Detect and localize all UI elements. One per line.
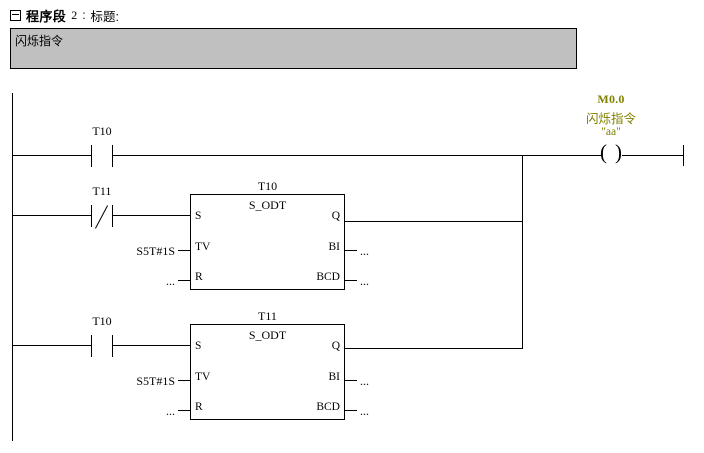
contact-t11-rung2[interactable] — [91, 205, 113, 229]
block-r-stub-t10 — [178, 280, 190, 281]
block-tv-stub-t10 — [178, 250, 190, 251]
coil-quoted-label: "aa" — [601, 126, 621, 138]
block-tv-stub-t11 — [178, 380, 190, 381]
block-pin-tv: TV — [195, 371, 211, 383]
block-bcd-stub-t11 — [345, 410, 357, 411]
contact-bar-right — [112, 145, 113, 167]
rung-3-wire-left — [12, 345, 91, 346]
block-operand-bi-t10[interactable]: ... — [360, 244, 369, 258]
function-block-t10[interactable]: S_ODT S TV R Q BI BCD — [190, 194, 345, 290]
contact-bar-right — [112, 335, 113, 357]
network-comment-box[interactable]: 闪烁指令 — [10, 28, 577, 69]
block-type-t10: S_ODT — [248, 198, 287, 212]
block-pin-tv: TV — [195, 241, 211, 253]
contact-label-t10-rung3: T10 — [92, 314, 112, 328]
contact-t10-rung1[interactable] — [91, 145, 113, 167]
branch-vertical-rail — [522, 155, 523, 349]
left-power-rail — [12, 93, 13, 441]
function-block-t11[interactable]: S_ODT S TV R Q BI BCD — [190, 324, 345, 420]
block-r-stub-t11 — [178, 410, 190, 411]
rung-2-wire-to-block — [113, 215, 191, 216]
network-header: 程序段 2 : 标题: — [10, 6, 119, 24]
rung-1-wire-left — [12, 155, 91, 156]
block-pin-q: Q — [331, 210, 340, 222]
rung-1-wire-mid — [113, 155, 523, 156]
coil-address-label: M0.0 — [597, 92, 625, 106]
rung-1-wire-after-coil — [622, 155, 683, 156]
block-pin-r: R — [195, 401, 203, 413]
contact-bar-left — [91, 335, 92, 357]
network-label: 程序段 — [26, 8, 67, 24]
coil-paren-left: ( — [600, 140, 607, 164]
rung-2-wire-left — [12, 215, 91, 216]
block-bcd-stub-t10 — [345, 280, 357, 281]
block-pin-bcd: BCD — [316, 401, 340, 413]
block-bi-stub-t11 — [345, 380, 357, 381]
block-operand-tv-t10[interactable]: S5T#1S — [136, 244, 175, 258]
block-operand-r-t11[interactable]: ... — [166, 404, 175, 418]
block-bi-stub-t10 — [345, 250, 357, 251]
coil-symbol-label: 闪烁指令 — [585, 112, 636, 126]
block-type-t11: S_ODT — [248, 328, 287, 342]
block-operand-tv-t11[interactable]: S5T#1S — [136, 374, 175, 388]
block-q-wire-t10 — [345, 221, 523, 222]
coil-paren-right: ) — [615, 140, 622, 164]
contact-label-t11-rung2: T11 — [92, 184, 112, 198]
coil-m0-0[interactable]: ( ) — [600, 141, 622, 167]
contact-t10-rung3[interactable] — [91, 335, 113, 357]
block-operand-bcd-t10[interactable]: ... — [360, 274, 369, 288]
contact-bar-left — [91, 205, 92, 227]
network-title: 标题: — [90, 9, 120, 24]
block-operand-r-t10[interactable]: ... — [166, 274, 175, 288]
contact-bar-right — [112, 205, 113, 227]
network-number: 2 — [71, 7, 78, 22]
network-separator: : — [82, 8, 86, 22]
block-name-t11: T11 — [258, 309, 277, 323]
block-pin-q: Q — [331, 340, 340, 352]
contact-label-t10-rung1: T10 — [92, 124, 112, 138]
block-pin-s: S — [195, 340, 202, 352]
contact-bar-left — [91, 145, 92, 167]
rung-1-wire-to-coil — [522, 155, 601, 156]
block-operand-bcd-t11[interactable]: ... — [360, 404, 369, 418]
block-name-t10: T10 — [257, 179, 278, 193]
block-pin-bi: BI — [328, 241, 341, 253]
block-pin-bi: BI — [328, 371, 341, 383]
contact-negation-slash — [94, 205, 109, 229]
block-pin-bcd: BCD — [316, 271, 340, 283]
network-comment-text: 闪烁指令 — [15, 34, 64, 48]
block-operand-bi-t11[interactable]: ... — [360, 374, 369, 388]
block-q-wire-t11 — [345, 348, 523, 349]
block-pin-r: R — [195, 271, 203, 283]
collapse-minus-icon[interactable] — [10, 9, 21, 21]
rung-3-wire-to-block — [113, 345, 191, 346]
right-power-rail — [683, 145, 684, 166]
block-pin-s: S — [195, 210, 202, 222]
